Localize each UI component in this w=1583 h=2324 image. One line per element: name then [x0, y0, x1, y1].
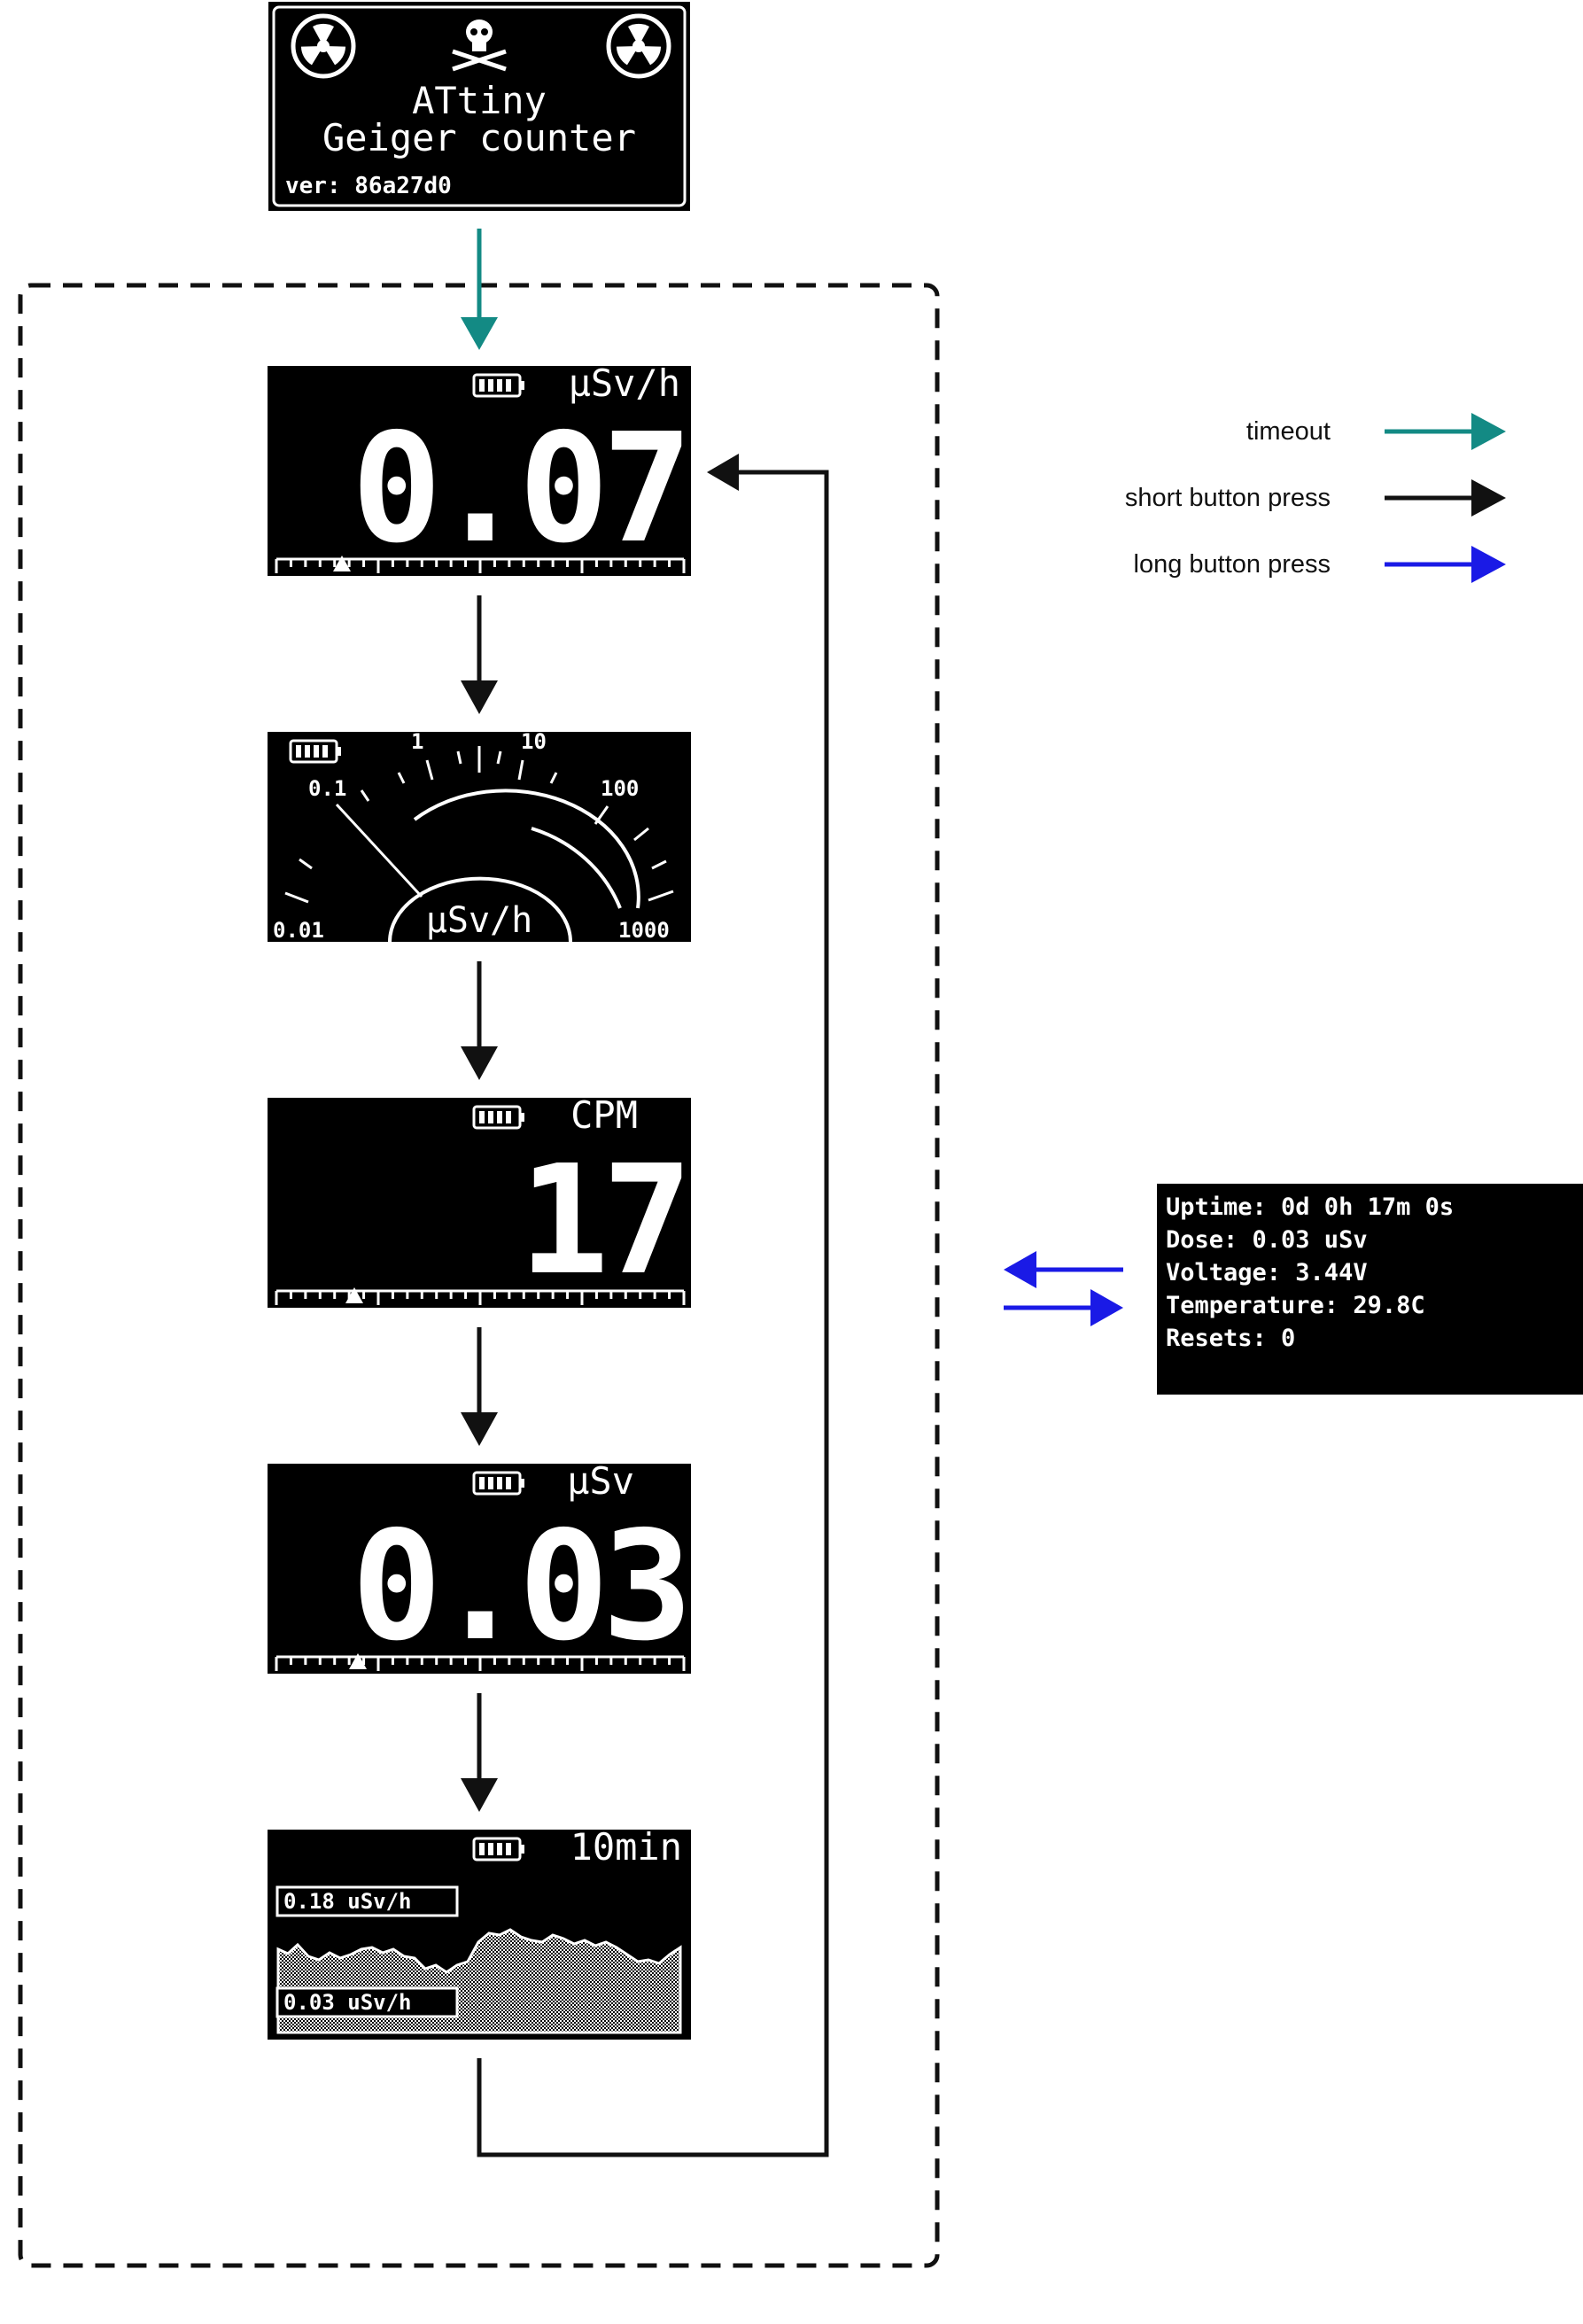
gauge-needle	[335, 803, 423, 898]
timeout-arrow	[461, 229, 498, 350]
gauge-label-1000: 1000	[618, 918, 670, 943]
dose-rate-screen: µSv/h 0.07	[268, 361, 693, 577]
history-max-box	[275, 1885, 459, 1917]
scale-marker-icon	[349, 1653, 367, 1669]
dose-rate-value: 0.07	[352, 401, 686, 577]
legend-long-press-label: long button press	[1134, 550, 1331, 579]
battery-full-icon	[472, 1105, 524, 1130]
history-min-box	[275, 1986, 459, 2018]
dose-screen: µSv 0.03	[268, 1459, 693, 1675]
unit-label: µSv	[567, 1459, 634, 1503]
short-press-arrow	[461, 961, 498, 1080]
short-press-arrow	[461, 595, 498, 714]
gauge-label-0.1: 0.1	[308, 776, 346, 801]
stats-line: Temperature: 29.8C	[1166, 1292, 1425, 1319]
gauge-screen: 0.01 0.1 1 10 100 1000 µSv/h	[268, 729, 691, 943]
scale-bar	[275, 1653, 686, 1671]
legend-short-press-arrow-icon	[1471, 479, 1506, 517]
history-period: 10min	[570, 1825, 682, 1869]
long-press-arrow-right	[1004, 1289, 1123, 1326]
splash-screen: ATtiny Geiger counter ver: 86a27d0	[268, 2, 690, 211]
gauge-label-100: 100	[601, 776, 639, 801]
battery-full-icon	[289, 739, 341, 764]
legend-timeout-label: timeout	[1246, 417, 1331, 446]
history-max-label: 0.18 uSv/h	[283, 1889, 412, 1914]
unit-label: µSv/h	[569, 361, 680, 405]
legend-long-press-arrow-icon	[1471, 546, 1506, 583]
gauge-label-10: 10	[521, 729, 547, 754]
stats-line: Uptime: 0d 0h 17m 0s	[1166, 1193, 1454, 1221]
legend: timeout short button press long button p…	[1125, 413, 1506, 583]
scale-marker-icon	[345, 1287, 363, 1303]
stats-screen: Uptime: 0d 0h 17m 0s Dose: 0.03 uSv Volt…	[1157, 1184, 1583, 1395]
unit-label: CPM	[570, 1093, 638, 1137]
short-press-arrow	[461, 1693, 498, 1812]
skull-crossbones-icon	[452, 19, 507, 72]
stats-line: Voltage: 3.44V	[1166, 1259, 1368, 1286]
scale-marker-icon	[333, 556, 351, 571]
history-screen: 10min 0.18 uSv/h 0.03 uSv/h	[268, 1825, 691, 2040]
stats-line: Dose: 0.03 uSv	[1166, 1226, 1368, 1254]
cpm-value: 17	[518, 1133, 686, 1309]
cpm-screen: CPM 17	[268, 1093, 693, 1309]
scale-bar	[275, 556, 686, 573]
splash-title-line2: Geiger counter	[322, 116, 636, 159]
history-min-label: 0.03 uSv/h	[283, 1990, 412, 2015]
battery-full-icon	[472, 1471, 524, 1496]
short-press-arrow	[461, 1327, 498, 1446]
short-press-loop-arrow	[477, 454, 829, 2157]
gauge-unit: µSv/h	[426, 900, 532, 941]
gauge-label-0.01: 0.01	[273, 918, 324, 943]
gauge-label-1: 1	[411, 729, 423, 754]
battery-full-icon	[472, 373, 524, 398]
radiation-icon	[606, 13, 671, 79]
stats-line: Resets: 0	[1166, 1325, 1295, 1352]
battery-full-icon	[472, 1837, 524, 1862]
legend-timeout-arrow-icon	[1471, 413, 1506, 450]
long-press-arrow-left	[1004, 1251, 1123, 1288]
radiation-icon	[291, 13, 356, 79]
splash-version: ver: 86a27d0	[285, 173, 452, 199]
legend-short-press-label: short button press	[1125, 484, 1331, 512]
scale-bar	[275, 1287, 686, 1305]
dose-value: 0.03	[352, 1499, 686, 1675]
splash-title-line1: ATtiny	[412, 79, 547, 122]
